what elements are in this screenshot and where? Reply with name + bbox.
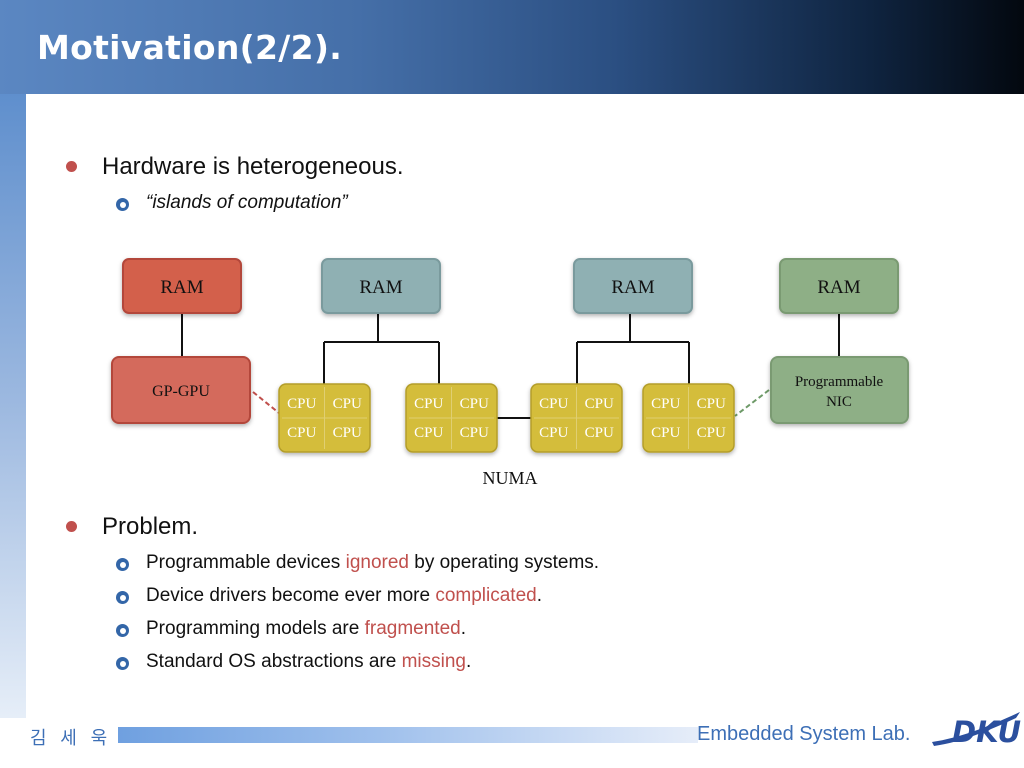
highlight-word: complicated: [435, 585, 537, 606]
ram-box-numa-2: RAM: [573, 258, 693, 314]
gpgpu-box: GP-GPU: [111, 356, 251, 424]
nic-label-line1: Programmable: [795, 374, 884, 390]
ram-box-numa-1: RAM: [321, 258, 441, 314]
cpu-label: CPU: [539, 425, 568, 441]
text-segment: Programming models are: [146, 618, 365, 639]
programmable-nic-box: Programmable NIC: [770, 356, 909, 424]
sub-bullet-icon: [116, 657, 129, 670]
cpu-label: CPU: [539, 396, 568, 412]
cpu-label: CPU: [460, 425, 489, 441]
sub-bullet-icon: [116, 198, 129, 211]
footer-lab-name: Embedded System Lab.: [697, 723, 911, 745]
sub-bullet-icon: [116, 558, 129, 571]
slide-header: [0, 0, 1024, 94]
bullet-hardware-text: Hardware is heterogeneous.: [102, 153, 404, 180]
cpu-label: CPU: [697, 396, 726, 412]
gpgpu-label: GP-GPU: [152, 383, 210, 400]
cpu-label: CPU: [651, 425, 680, 441]
ram-label: RAM: [817, 277, 860, 298]
highlight-word: missing: [401, 651, 466, 672]
cpu-label: CPU: [585, 425, 614, 441]
dku-logo: DKU: [932, 712, 1021, 748]
text-segment: .: [536, 585, 542, 606]
cpu-label: CPU: [287, 425, 316, 441]
problem-item-text: Standard OS abstractions are missing.: [146, 651, 471, 673]
text-segment: Programmable devices: [146, 552, 346, 573]
bullet-dot: [66, 521, 77, 532]
text-segment: .: [460, 618, 466, 639]
ram-box-nic: RAM: [779, 258, 899, 314]
footer-gradient-bar: [118, 727, 698, 743]
cpu-label: CPU: [333, 396, 362, 412]
sub-bullet-icon: [116, 624, 129, 637]
ram-box-gpu: RAM: [122, 258, 242, 314]
ram-label: RAM: [160, 277, 203, 298]
problem-item-text: Programming models are fragmented.: [146, 618, 466, 640]
cpu-label: CPU: [585, 396, 614, 412]
cpu-label: CPU: [460, 396, 489, 412]
text-segment: .: [466, 651, 472, 672]
numa-label: NUMA: [482, 468, 537, 488]
ram-label: RAM: [611, 277, 654, 298]
text-segment: by operating systems.: [408, 552, 600, 573]
nic-label-line2: NIC: [826, 394, 852, 410]
cpu-cluster: CPU CPU CPU CPU: [278, 383, 371, 453]
problem-item-text: Device drivers become ever more complica…: [146, 585, 542, 607]
problem-item-text: Programmable devices ignored by operatin…: [146, 552, 599, 574]
bullet-problem-text: Problem.: [102, 513, 199, 540]
cpu-label: CPU: [333, 425, 362, 441]
sub-bullet-islands-text: “islands of computation”: [146, 192, 348, 213]
cpu-cluster: CPU CPU CPU CPU: [642, 383, 735, 453]
highlight-word: fragmented: [364, 618, 461, 639]
footer-author: 김 세 욱: [30, 728, 112, 749]
text-segment: Device drivers become ever more: [146, 585, 436, 606]
logo-text: DKU: [952, 715, 1021, 748]
cpu-label: CPU: [414, 425, 443, 441]
left-accent-strip: [0, 94, 26, 718]
highlight-word: ignored: [345, 552, 409, 573]
bullet-dot: [66, 161, 77, 172]
ram-label: RAM: [359, 277, 402, 298]
cpu-label: CPU: [697, 425, 726, 441]
text-segment: Standard OS abstractions are: [146, 651, 402, 672]
cpu-cluster: CPU CPU CPU CPU: [405, 383, 498, 453]
sub-bullet-icon: [116, 591, 129, 604]
slide-title: Motivation(2/2).: [37, 28, 343, 67]
cpu-label: CPU: [651, 396, 680, 412]
cpu-label: CPU: [287, 396, 316, 412]
numa-diagram: RAM RAM RAM RAM GP-GPU Programmable NIC …: [111, 258, 909, 488]
cpu-cluster: CPU CPU CPU CPU: [530, 383, 623, 453]
cpu-label: CPU: [414, 396, 443, 412]
